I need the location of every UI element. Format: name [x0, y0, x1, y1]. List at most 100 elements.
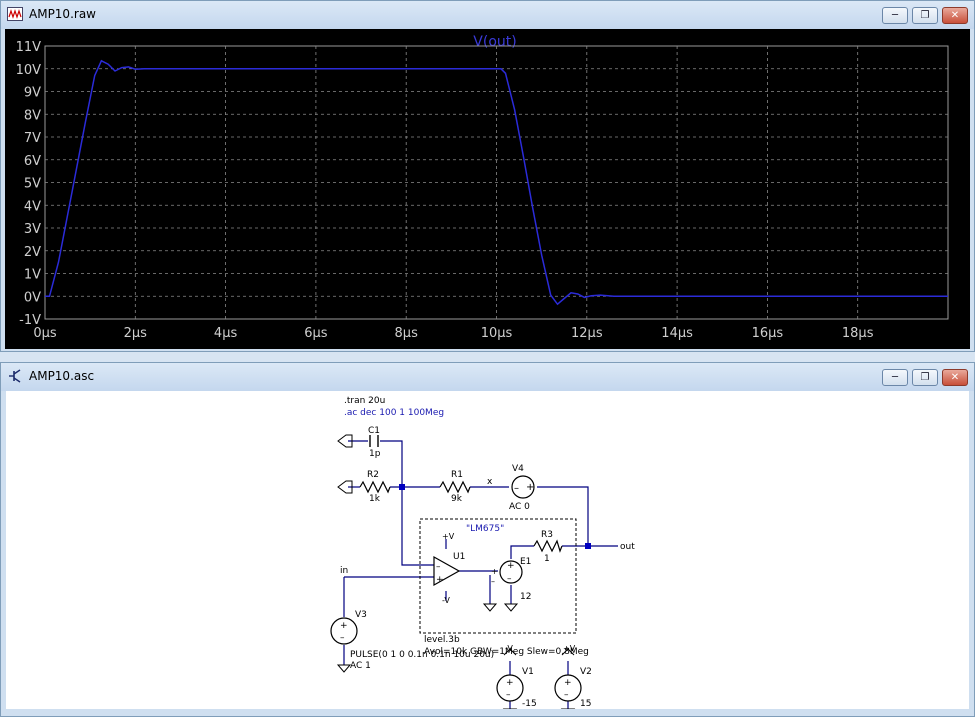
restore-icon: ❐: [920, 372, 930, 383]
v1-value: -15: [522, 699, 537, 709]
v3-name: V3: [355, 610, 367, 620]
e1-value: 12: [520, 592, 531, 602]
minimize-button[interactable]: ─: [882, 7, 908, 24]
resistor-r2[interactable]: [359, 480, 391, 494]
y-tick-label: 6V: [24, 154, 41, 169]
minimize-button[interactable]: ─: [882, 369, 908, 386]
ac-directive[interactable]: .ac dec 100 1 100Meg: [344, 408, 444, 418]
opamp-u1[interactable]: – +: [433, 555, 461, 587]
x-tick-label: 16µs: [752, 326, 784, 341]
close-icon: ✕: [950, 10, 960, 21]
y-tick-label: 8V: [24, 108, 41, 123]
capacitor-c1[interactable]: [369, 435, 379, 447]
r3-value: 1: [544, 554, 550, 564]
restore-icon: ❐: [920, 10, 930, 21]
v3-value: PULSE(0 1 0 0.1n 0.1n 10u 20u): [350, 650, 494, 660]
supply-flag-v2: [561, 648, 575, 656]
schematic-canvas[interactable]: .tran 20u .ac dec 100 1 100Meg: [6, 391, 969, 709]
close-icon: ✕: [950, 372, 960, 383]
net-label-in: in: [340, 566, 348, 576]
v4-name: V4: [512, 464, 524, 474]
svg-text:–: –: [340, 633, 345, 643]
v2-flag-label: +V: [563, 644, 576, 653]
wires: [343, 440, 618, 709]
y-tick-label: 2V: [24, 245, 41, 260]
svg-text:–: –: [491, 577, 495, 586]
plot-window-title: AMP10.raw: [29, 7, 96, 21]
x-tick-label: 14µs: [661, 326, 693, 341]
x-tick-label: 2µs: [124, 326, 148, 341]
ground-symbol: [482, 603, 498, 612]
svg-text:–: –: [506, 690, 511, 700]
y-tick-label: 11V: [16, 40, 42, 55]
junction: [585, 543, 591, 549]
svg-text:+: +: [340, 621, 348, 631]
svg-text:+: +: [507, 561, 515, 571]
port-flag: [337, 434, 353, 448]
schematic-window-title: AMP10.asc: [29, 369, 95, 383]
x-tick-label: 12µs: [571, 326, 603, 341]
controlled-source-e1[interactable]: + – + –: [491, 560, 523, 586]
restore-button[interactable]: ❐: [912, 7, 938, 24]
ground-symbol: [503, 603, 519, 612]
lm675-model-label: "LM675": [466, 524, 504, 534]
minimize-icon: ─: [891, 10, 899, 21]
voltage-source-v2[interactable]: + –: [554, 674, 582, 702]
net-label-x: x: [487, 477, 493, 487]
plot-window-titlebar[interactable]: AMP10.raw ─ ❐ ✕: [1, 1, 974, 29]
resistor-r3[interactable]: [533, 539, 563, 553]
schematic-window: AMP10.asc ─ ❐ ✕ .tran 20u .ac dec 100 1 …: [0, 362, 975, 717]
voltage-source-v3[interactable]: + –: [330, 617, 358, 645]
ground-symbol: [336, 664, 352, 673]
voltage-source-v1[interactable]: + –: [496, 674, 524, 702]
c1-name: C1: [368, 426, 380, 436]
x-tick-label: 6µs: [304, 326, 328, 341]
waveform-icon: [7, 7, 23, 21]
y-tick-label: 1V: [24, 268, 41, 283]
net-label-out: out: [620, 542, 635, 552]
vout-trace: [45, 59, 948, 306]
junction: [399, 484, 405, 490]
svg-text:+: +: [564, 678, 572, 688]
e1-name: E1: [520, 557, 531, 567]
plot-grid: [44, 45, 949, 320]
minimize-icon: ─: [891, 372, 899, 383]
x-tick-label: 4µs: [214, 326, 238, 341]
x-tick-label: 18µs: [842, 326, 874, 341]
transistor-icon: [9, 369, 21, 383]
u1-level: level.3b: [424, 635, 460, 645]
schematic-window-titlebar[interactable]: AMP10.asc ─ ❐ ✕: [1, 363, 974, 391]
y-tick-label: 3V: [24, 222, 41, 237]
supply-flag-v1: [503, 648, 517, 656]
port-flag: [337, 480, 353, 494]
svg-text:–: –: [564, 690, 569, 700]
r1-value: 9k: [451, 494, 463, 504]
r1-name: R1: [451, 470, 463, 480]
opamp-vplus-label: +V: [442, 532, 455, 541]
svg-text:+: +: [526, 482, 534, 493]
x-tick-label: 8µs: [395, 326, 419, 341]
r3-name: R3: [541, 530, 553, 540]
close-button[interactable]: ✕: [942, 369, 968, 386]
close-button[interactable]: ✕: [942, 7, 968, 24]
trace-label[interactable]: V(out): [473, 34, 516, 50]
v2-name: V2: [580, 667, 592, 677]
y-tick-label: -1V: [19, 313, 41, 328]
y-tick-label: 10V: [16, 63, 42, 78]
r2-value: 1k: [369, 494, 381, 504]
u1-name: U1: [453, 552, 465, 562]
tran-directive[interactable]: .tran 20u: [344, 396, 385, 406]
restore-button[interactable]: ❐: [912, 369, 938, 386]
resistor-r1[interactable]: [439, 480, 471, 494]
y-tick-label: 4V: [24, 199, 41, 214]
v1-flag-label: -V: [505, 644, 513, 653]
v3-ac: AC 1: [350, 661, 371, 671]
lm675-subcircuit-box[interactable]: [419, 518, 577, 634]
v1-name: V1: [522, 667, 534, 677]
voltage-source-v4[interactable]: – +: [511, 475, 535, 499]
svg-text:+: +: [491, 567, 498, 576]
